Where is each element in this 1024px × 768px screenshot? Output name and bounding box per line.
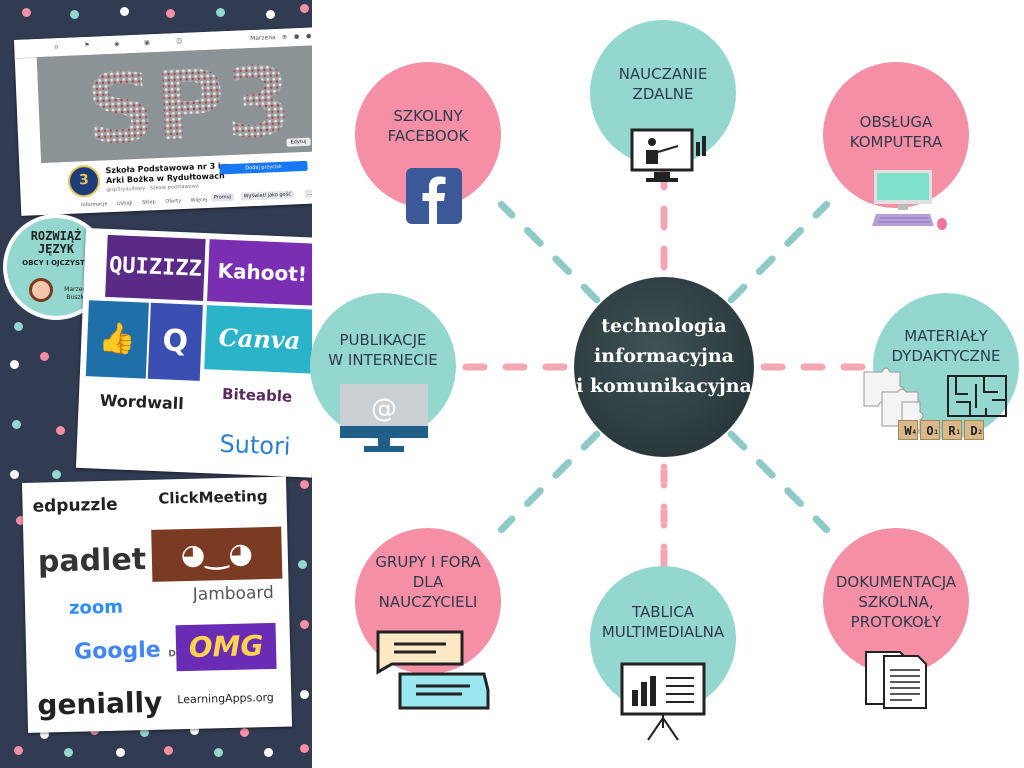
- label-line: DOKUMENTACJA: [835, 573, 957, 591]
- decorative-dot: [266, 10, 275, 19]
- dashed-connector: [497, 200, 601, 304]
- teacher-screen-icon: [630, 128, 706, 182]
- scrabble-tile-score: 2: [978, 429, 982, 436]
- decorative-dot: [52, 470, 61, 479]
- node-documentation-circle: [823, 528, 969, 674]
- facebook-cover-photo: SP3 Edytuj: [36, 44, 312, 163]
- label-line: W INTERNECIE: [328, 351, 438, 369]
- node-board-label: TABLICA MULTIMEDIALNA: [590, 602, 736, 642]
- decorative-dot: [300, 480, 309, 489]
- computer-icon: [872, 170, 947, 230]
- label-line: ZDALNE: [632, 85, 694, 103]
- center-chalkboard-circle: [574, 277, 754, 457]
- decorative-dot: [14, 746, 23, 755]
- badge-line1: ROZWIĄŻ: [30, 229, 82, 243]
- decorative-dot: [300, 690, 309, 699]
- label-line: PROTOKOŁY: [850, 613, 942, 631]
- badge-author-first: Marzena: [64, 286, 90, 293]
- decorative-dot: [10, 360, 19, 369]
- decorative-dot: [116, 748, 125, 757]
- badge-author-last: Buszka: [66, 294, 88, 301]
- presentation-board-icon: [620, 662, 706, 741]
- label-line: OBSŁUGA: [859, 113, 933, 131]
- node-facebook-label: SZKOLNY FACEBOOK: [355, 106, 501, 146]
- decorative-dot: [120, 7, 129, 16]
- svg-text:@: @: [371, 394, 397, 424]
- decorative-dot: [40, 352, 49, 361]
- decorative-dot: [190, 726, 199, 735]
- label-line: KOMPUTERA: [849, 133, 943, 151]
- node-computer-label: OBSŁUGA KOMPUTERA: [823, 112, 969, 152]
- decorative-dot: [10, 470, 19, 479]
- decorative-dot: [166, 9, 175, 18]
- scrabble-tile-score: 1: [956, 429, 960, 436]
- facebook-page-screenshot: ⌂ ⚑ ◉ ▣ ☺ Marzena ⊕ ● ● ▾ SP3: [14, 26, 312, 216]
- badge-title: ROZWIĄŻ JĘZYK: [7, 230, 105, 256]
- avatar-face-icon: [29, 278, 53, 302]
- node-forums-label: GRUPY I FORA DLA NAUCZYCIELI: [355, 552, 501, 612]
- cover-text: SP3: [84, 45, 295, 163]
- center-title-line1: technologia: [601, 315, 727, 337]
- decorative-dot: [22, 8, 31, 17]
- center-title: technologia informacyjna i komunikacyjna: [566, 311, 762, 401]
- decorative-dot: [240, 728, 249, 737]
- decorative-dot: [216, 8, 225, 17]
- label-line: SZKOLNY: [393, 107, 463, 125]
- decorative-dot: [16, 516, 25, 525]
- label-line: MATERIAŁY: [904, 327, 988, 345]
- label-line: FACEBOOK: [387, 127, 469, 145]
- label-line: DLA: [412, 573, 444, 591]
- decorative-dot: [12, 420, 21, 429]
- label-line: SZKOLNA,: [858, 593, 934, 611]
- node-materials-label: MATERIAŁY DYDAKTYCZNE: [873, 326, 1019, 366]
- decorative-dot: [264, 748, 273, 757]
- left-panel: ⌂ ⚑ ◉ ▣ ☺ Marzena ⊕ ● ● ▾ SP3: [0, 0, 312, 768]
- decorative-dot: [300, 4, 309, 13]
- dashed-connector: [497, 430, 601, 534]
- badge-subtitle: OBCY I OJCZYSTY: [22, 259, 90, 267]
- label-line: NAUCZYCIELI: [378, 593, 478, 611]
- decorative-dot: [300, 744, 309, 753]
- decorative-dot: [56, 426, 65, 435]
- decorative-dot: [298, 560, 307, 569]
- scrabble-tile-score: 1: [934, 429, 938, 436]
- decorative-dot: [214, 748, 223, 757]
- decorative-dot: [300, 620, 309, 629]
- decorative-dot: [164, 746, 173, 755]
- facebook-icon[interactable]: [406, 168, 462, 224]
- chat-bubbles-icon: [376, 630, 490, 710]
- label-line: TABLICA: [631, 603, 695, 621]
- decorative-dot: [70, 10, 79, 19]
- label-line: PUBLIKACJE: [339, 331, 427, 349]
- label-line: DYDAKTYCZNE: [891, 347, 1001, 365]
- decorative-dot: [64, 748, 73, 757]
- center-title-line2: informacyjna: [594, 345, 734, 367]
- label-line: MULTIMEDIALNA: [601, 623, 725, 641]
- monitor-at-icon: @: [340, 384, 428, 452]
- cover-crowd-illustration: SP3: [36, 44, 312, 163]
- dashed-connector: [727, 200, 831, 304]
- node-publications-label: PUBLIKACJE W INTERNECIE: [310, 330, 456, 370]
- decorative-dot: [14, 322, 23, 331]
- badge-line2: JĘZYK: [37, 242, 75, 256]
- documents-icon: [865, 651, 927, 709]
- label-line: NAUCZANIE: [618, 65, 708, 83]
- decorative-dot: [40, 730, 49, 739]
- decorative-dot: [140, 728, 149, 737]
- puzzle-maze-icon: [863, 367, 1007, 431]
- label-line: GRUPY I FORA: [375, 553, 481, 571]
- scrabble-tile-score: 4: [912, 429, 916, 436]
- node-remote-label: NAUCZANIE ZDALNE: [590, 64, 736, 104]
- center-title-line3: i komunikacyjna: [576, 375, 752, 397]
- dashed-connector: [727, 430, 831, 534]
- badge-author: Marzena Buszka: [57, 286, 97, 302]
- node-documentation-label: DOKUMENTACJA SZKOLNA, PROTOKOŁY: [818, 572, 974, 632]
